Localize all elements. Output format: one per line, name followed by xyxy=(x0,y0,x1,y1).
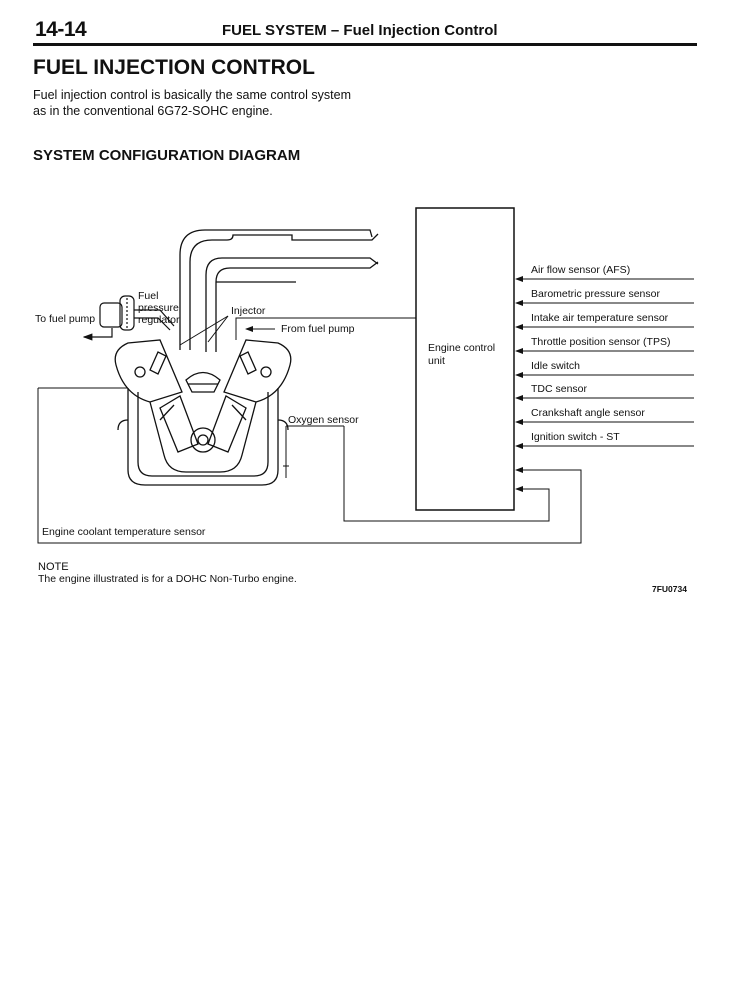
ecu-box xyxy=(415,207,515,511)
sensor-label-idle-switch: Idle switch xyxy=(531,360,580,372)
header-rule xyxy=(33,43,697,46)
to-fuel-pump-label: To fuel pump xyxy=(35,313,95,325)
intro-paragraph: Fuel injection control is basically the … xyxy=(33,88,351,118)
page-title: FUEL INJECTION CONTROL xyxy=(33,56,315,79)
diagram-title: SYSTEM CONFIGURATION DIAGRAM xyxy=(33,147,301,164)
injector-label: Injector xyxy=(231,305,266,317)
page-number: 14-14 xyxy=(35,18,87,41)
from-fuel-pump-label: From fuel pump xyxy=(281,323,355,335)
section-title: FUEL SYSTEM – Fuel Injection Control xyxy=(222,22,498,39)
fpr-label-line1: Fuel xyxy=(138,290,158,302)
fpr-label-line3: regulator xyxy=(138,314,180,326)
coolant-sensor-label: Engine coolant temperature sensor xyxy=(42,526,206,538)
fuel-pressure-regulator xyxy=(82,295,175,341)
sensor-label-intake-air-temp: Intake air temperature sensor xyxy=(531,312,669,324)
sensor-label-afs: Air flow sensor (AFS) xyxy=(531,264,630,276)
ecu-label-line1: Engine control xyxy=(428,342,495,354)
sensor-label-crankshaft: Crankshaft angle sensor xyxy=(531,407,645,419)
figure-id: 7FU0734 xyxy=(652,584,687,594)
sensor-labels: Air flow sensor (AFS) Barometric pressur… xyxy=(531,264,670,443)
sensor-label-barometric: Barometric pressure sensor xyxy=(531,288,660,300)
engine-illustration xyxy=(114,339,292,486)
return-wiring xyxy=(37,387,582,544)
fpr-label-line2: pressure xyxy=(138,302,179,314)
intake-plumbing xyxy=(179,229,379,352)
ecu-label-line2: unit xyxy=(428,355,445,367)
sensor-label-ignition-switch: Ignition switch - ST xyxy=(531,431,620,443)
sensor-label-tdc: TDC sensor xyxy=(531,383,588,395)
note-text: The engine illustrated is for a DOHC Non… xyxy=(38,573,297,585)
sensor-lines xyxy=(515,276,694,449)
injector-wiring xyxy=(179,315,416,346)
note-heading: NOTE xyxy=(38,561,69,573)
oxygen-sensor-label: Oxygen sensor xyxy=(288,414,359,426)
sensor-label-tps: Throttle position sensor (TPS) xyxy=(531,336,670,348)
